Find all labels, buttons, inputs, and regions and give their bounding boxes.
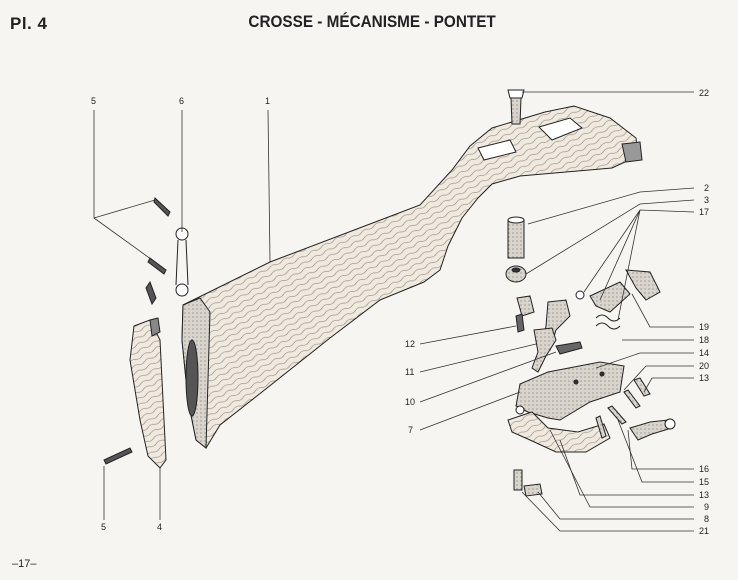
callout-3: 3 [704,195,709,205]
sling-swivel [175,227,189,297]
callout-13-a: 13 [699,373,709,383]
callout-1: 1 [265,96,270,106]
leader-lines [93,91,695,532]
small-parts [513,469,543,497]
page-number: –17– [12,558,37,570]
stock [181,105,643,450]
bushing-parts [505,216,527,283]
callout-16: 16 [699,464,709,474]
callout-5-top: 5 [91,96,96,106]
plate-title: CROSSE - MÉCANISME - PONTET [248,12,496,31]
callout-13-b: 13 [699,490,709,500]
callout-2: 2 [704,183,709,193]
callout-20: 20 [699,361,709,371]
callout-labels: 5 6 1 22 2 3 17 19 18 14 20 13 16 15 13 … [91,88,709,536]
callout-4: 4 [157,522,162,532]
callout-12: 12 [405,339,415,349]
callout-17: 17 [699,207,709,217]
callout-21: 21 [699,526,709,536]
callout-19: 19 [699,322,709,332]
trigger-guard [507,361,625,453]
callout-6: 6 [179,96,184,106]
callout-18: 18 [699,335,709,345]
callout-15: 15 [699,477,709,487]
mechanism-parts [515,269,661,373]
callout-22: 22 [699,88,709,98]
callout-8: 8 [704,514,709,524]
screws [103,197,171,465]
callout-7: 7 [408,425,413,435]
callout-5-bottom: 5 [101,522,106,532]
plate-number: Pl. 4 [10,14,48,33]
callout-14: 14 [699,348,709,358]
callout-10: 10 [405,397,415,407]
callout-9: 9 [704,502,709,512]
butt-plate [129,317,167,469]
callout-11: 11 [405,367,414,377]
long-screw [507,89,525,125]
pins [595,377,676,441]
